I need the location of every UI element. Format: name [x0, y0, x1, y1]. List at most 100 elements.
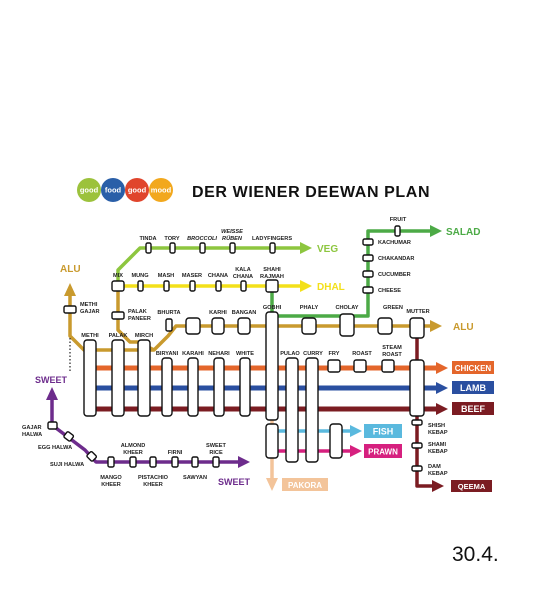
label-kachumar: KACHUMAR: [378, 240, 411, 246]
station-fish-1: [265, 423, 279, 459]
label-white: WHITE: [236, 351, 254, 357]
logo-good-food-good-mood: good food good mood: [77, 178, 173, 202]
arrow-alu-left: [64, 283, 76, 296]
station-gajar-halwa: [47, 421, 58, 430]
label-karhi-top: KARHI: [209, 310, 227, 316]
label-mango: MANGO: [100, 475, 122, 481]
label-palak-top: PALAK: [128, 309, 147, 315]
label-nehari: NEHARI: [208, 351, 230, 357]
label-biryani: BIRYANI: [156, 351, 179, 357]
station-dam-kebap: [411, 465, 423, 472]
label-line-beef: BEEF: [461, 404, 486, 414]
line-veg: [116, 246, 300, 286]
label-tinda: TINDA: [139, 236, 156, 242]
arrow-pakora: [266, 478, 278, 491]
label-cholay: CHOLAY: [335, 305, 358, 311]
label-kheer3: KHEER: [143, 482, 163, 488]
station-roast-left: [185, 317, 201, 335]
date-label: 30.4.: [452, 543, 499, 566]
label-rajmah: RAJMAH: [260, 274, 284, 280]
station-tinda: [145, 242, 152, 254]
station-nehari: [213, 357, 225, 417]
label-line-alu-right: ALU: [453, 322, 474, 333]
label-kebap2: KEBAP: [428, 449, 448, 455]
station-phaly: [301, 317, 317, 335]
station-pulao: [285, 357, 299, 463]
station-palak: [111, 339, 125, 417]
badge-prawn: [364, 444, 402, 458]
arrow-qeema: [432, 480, 444, 492]
label-line-lamb: LAMB: [460, 383, 486, 393]
label-methi: METHI: [81, 333, 99, 339]
station-methi-gajar: [63, 305, 77, 314]
label-suji-halwa: SUJI HALWA: [50, 462, 84, 468]
station-karahi: [187, 357, 199, 417]
label-mutter: MUTTER: [406, 309, 429, 315]
label-line-chicken: CHICKEN: [455, 364, 492, 373]
station-tory: [169, 242, 176, 254]
station-biryani: [161, 357, 173, 417]
station-shahi-rajmah: [265, 279, 279, 293]
badge-lamb: [452, 381, 494, 394]
label-gajar-halwa-2: HALWA: [22, 432, 42, 438]
badge-qeema: [451, 480, 492, 492]
station-steam-roast: [381, 359, 395, 373]
station-white: [239, 357, 251, 417]
station-cucumber: [362, 270, 374, 278]
arrow-beef: [436, 403, 448, 415]
logo-word-4: mood: [151, 186, 172, 195]
arrow-veg: [300, 242, 312, 254]
station-pistachio-kheer: [149, 456, 157, 468]
badge-chicken: [452, 361, 494, 374]
label-kheer1: KHEER: [101, 482, 121, 488]
label-line-veg: VEG: [317, 244, 338, 255]
station-suji-halwa: [86, 450, 98, 462]
label-curry: CURRY: [303, 351, 323, 357]
station-fish-2: [329, 423, 343, 459]
station-curry: [305, 357, 319, 463]
label-bangan: BANGAN: [232, 310, 257, 316]
label-line-alu-left: ALU: [60, 264, 81, 275]
arrow-dhal: [300, 280, 312, 292]
station-shish-kebap: [411, 419, 423, 426]
station-sweet-rice: [212, 456, 220, 468]
label-sweet-station: SWEET: [206, 443, 226, 449]
station-weisse-rueben: [229, 242, 236, 254]
station-palak-paneer: [111, 311, 125, 320]
label-chakandar: CHAKANDAR: [378, 256, 414, 262]
label-cucumber: CUCUMBER: [378, 272, 411, 278]
station-gobhi: [265, 311, 279, 421]
label-roast2: ROAST: [382, 352, 402, 358]
line-sweet: [50, 400, 238, 464]
label-kebap3: KEBAP: [428, 471, 448, 477]
arrow-salad: [430, 225, 442, 237]
label-weisse: WEISSE: [221, 229, 243, 235]
station-mutter-stack: [409, 359, 425, 417]
logo-word-3: good: [128, 186, 147, 195]
label-egg-halwa: EGG HALWA: [38, 445, 72, 451]
station-shami-kebap: [411, 442, 423, 449]
station-egg-halwa: [63, 431, 75, 442]
label-roast: ROAST: [352, 351, 372, 357]
label-kheer2: KHEER: [123, 450, 143, 456]
station-mirch: [137, 339, 151, 417]
label-line-dhal: DHAL: [317, 282, 345, 293]
label-mix: MIX: [113, 273, 123, 279]
label-kala: KALA: [235, 267, 251, 273]
label-methi-top: METHI: [80, 302, 98, 308]
logo-circle-4: [149, 178, 173, 202]
arrow-sweet-up: [46, 387, 58, 400]
label-fruit: FRUIT: [390, 217, 407, 223]
label-pistachio: PISTACHIO: [138, 475, 169, 481]
label-line-fish: FISH: [373, 427, 394, 437]
arrow-sweet-right: [238, 456, 250, 468]
arrow-alu-right: [430, 320, 442, 332]
logo-circle-3: [125, 178, 149, 202]
station-mix: [111, 280, 125, 292]
label-line-pakora: PAKORA: [288, 481, 322, 490]
station-mutter: [409, 317, 425, 339]
station-bhurta: [165, 318, 173, 332]
label-shami: SHAMI: [428, 442, 446, 448]
label-line-prawn: PRAWN: [368, 448, 398, 457]
